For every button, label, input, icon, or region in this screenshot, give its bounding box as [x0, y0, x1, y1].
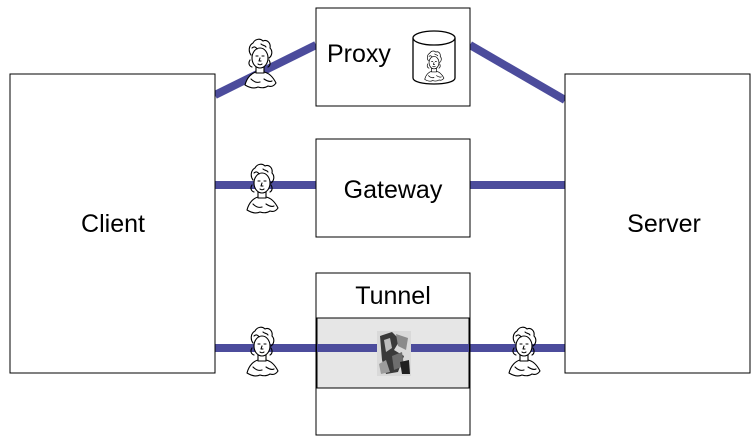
server-node: Server	[564, 73, 751, 374]
server-box	[564, 73, 751, 374]
client-label: Client	[81, 210, 145, 238]
gateway-label: Gateway	[344, 176, 443, 204]
tunnel-node: Tunnel	[315, 272, 471, 436]
proxy-node: Proxy	[315, 7, 471, 107]
link-proxy-server	[467, 41, 568, 104]
cache-cylinder-icon	[412, 30, 456, 85]
tunnel-label: Tunnel	[355, 282, 431, 310]
client-node: Client	[9, 73, 216, 374]
scrambled-bust-icon	[377, 331, 411, 376]
server-label: Server	[627, 210, 701, 238]
gateway-node: Gateway	[315, 138, 471, 238]
proxy-label: Proxy	[327, 40, 391, 68]
gateway-box	[315, 138, 471, 238]
client-box	[9, 73, 216, 374]
link-client-proxy	[213, 41, 318, 99]
